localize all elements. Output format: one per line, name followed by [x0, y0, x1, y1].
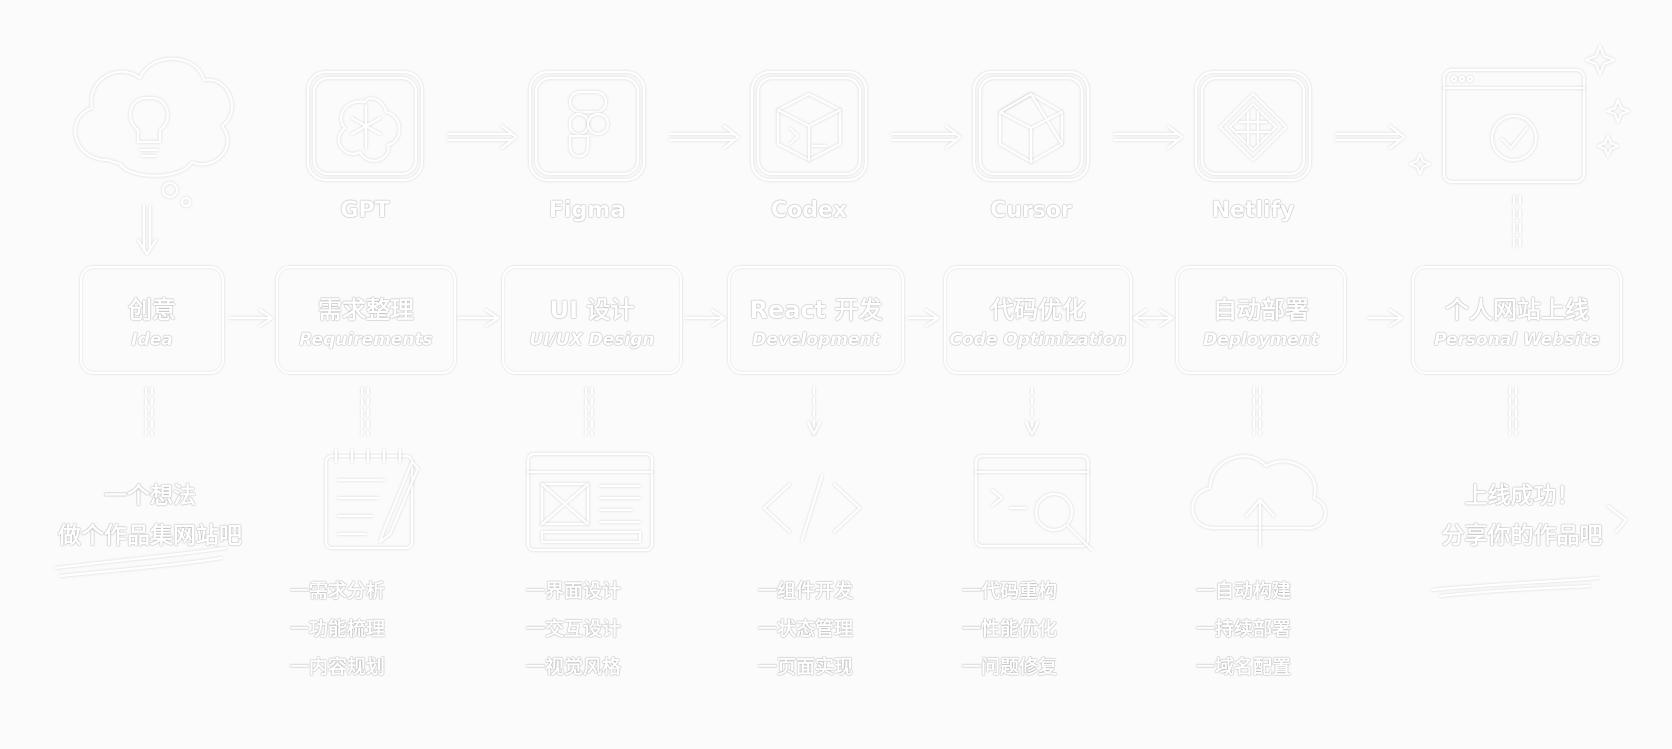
stage-title-cn: React 开发 [749, 296, 883, 324]
detail-list-development: 一组件开发 一状态管理 一页面实现 [758, 572, 853, 686]
tool-label-netlify: Netlify [1211, 198, 1295, 223]
stage-title-en: Code Optimization [949, 330, 1127, 350]
stage-title-en: Development [752, 330, 880, 350]
end-note: 上线成功！ 分享你的作品吧 [1412, 476, 1632, 556]
list-item: 一页面实现 [758, 656, 854, 678]
list-item: 一功能梳理 [290, 618, 386, 640]
cursor-icon [972, 70, 1090, 182]
list-item: 一状态管理 [758, 618, 854, 640]
end-underline-icon [1430, 504, 1628, 598]
stage-box-development: React 开发 Development [728, 266, 904, 374]
list-item: 一内容规划 [290, 656, 386, 678]
tool-flow-arrows [136, 124, 1522, 256]
start-note-line: 做个作品集网站吧 [58, 523, 242, 549]
gpt-icon [306, 70, 424, 182]
detail-list-deployment: 一自动构建 一持续部署 一域名配置 [1196, 572, 1291, 686]
stage-title-cn: 创意 [128, 296, 176, 324]
start-note-line: 一个想法 [104, 483, 196, 509]
list-item: 一视觉风格 [526, 656, 622, 678]
stage-title-en: Personal Website [1434, 330, 1600, 350]
list-item: 一组件开发 [758, 580, 854, 602]
ui-wireframe-icon [526, 452, 654, 552]
list-item: 一交互设计 [526, 618, 622, 640]
stage-title-en: Deployment [1203, 330, 1319, 350]
tool-label-figma: Figma [548, 198, 626, 223]
stage-title-en: Requirements [299, 330, 433, 350]
figma-icon [528, 70, 646, 182]
stage-title-cn: UI 设计 [549, 296, 635, 324]
stage-title-cn: 自动部署 [1213, 296, 1309, 324]
list-item: 一需求分析 [290, 580, 386, 602]
stage-title-cn: 个人网站上线 [1445, 296, 1589, 324]
stage-title-en: Idea [131, 330, 173, 350]
stage-title-cn: 需求整理 [318, 296, 414, 324]
stage-box-code-optimization: 代码优化 Code Optimization [944, 266, 1132, 374]
start-note: 一个想法 做个作品集网站吧 [40, 476, 260, 556]
list-item: 一自动构建 [1196, 580, 1292, 602]
stage-box-ui-design: UI 设计 UI/UX Design [502, 266, 682, 374]
code-search-icon [974, 454, 1094, 552]
list-item: 一性能优化 [962, 618, 1058, 640]
idea-cloud-icon [74, 57, 233, 208]
stage-box-requirements: 需求整理 Requirements [276, 266, 456, 374]
tool-label-gpt: GPT [340, 198, 390, 223]
stage-box-idea: 创意 Idea [80, 266, 224, 374]
notepad-icon [324, 448, 420, 550]
start-underline-icon [54, 546, 228, 578]
detail-list-code-optimization: 一代码重构 一性能优化 一问题修复 [962, 572, 1057, 686]
list-item: 一界面设计 [526, 580, 622, 602]
code-brackets-icon [762, 474, 862, 542]
stage-flow-arrows [228, 308, 1404, 328]
stage-box-personal-website: 个人网站上线 Personal Website [1412, 266, 1622, 374]
netlify-icon [1194, 70, 1312, 182]
tool-label-codex: Codex [770, 198, 848, 223]
detail-list-ui-design: 一界面设计 一交互设计 一视觉风格 [526, 572, 621, 686]
codex-icon [750, 70, 868, 182]
list-item: 一持续部署 [1196, 618, 1292, 640]
cloud-upload-icon [1191, 455, 1327, 548]
detail-list-requirements: 一需求分析 一功能梳理 一内容规划 [290, 572, 385, 686]
stage-title-en: UI/UX Design [529, 330, 655, 350]
end-note-line: 分享你的作品吧 [1441, 523, 1603, 549]
website-browser-icon [1408, 44, 1631, 184]
stage-title-cn: 代码优化 [990, 296, 1086, 324]
tool-label-cursor: Cursor [990, 198, 1072, 223]
list-item: 一代码重构 [962, 580, 1058, 602]
list-item: 一问题修复 [962, 656, 1058, 678]
end-note-line: 上线成功！ [1464, 483, 1580, 509]
list-item: 一域名配置 [1196, 656, 1292, 678]
stage-box-deployment: 自动部署 Deployment [1176, 266, 1346, 374]
vertical-connectors [144, 386, 1518, 436]
